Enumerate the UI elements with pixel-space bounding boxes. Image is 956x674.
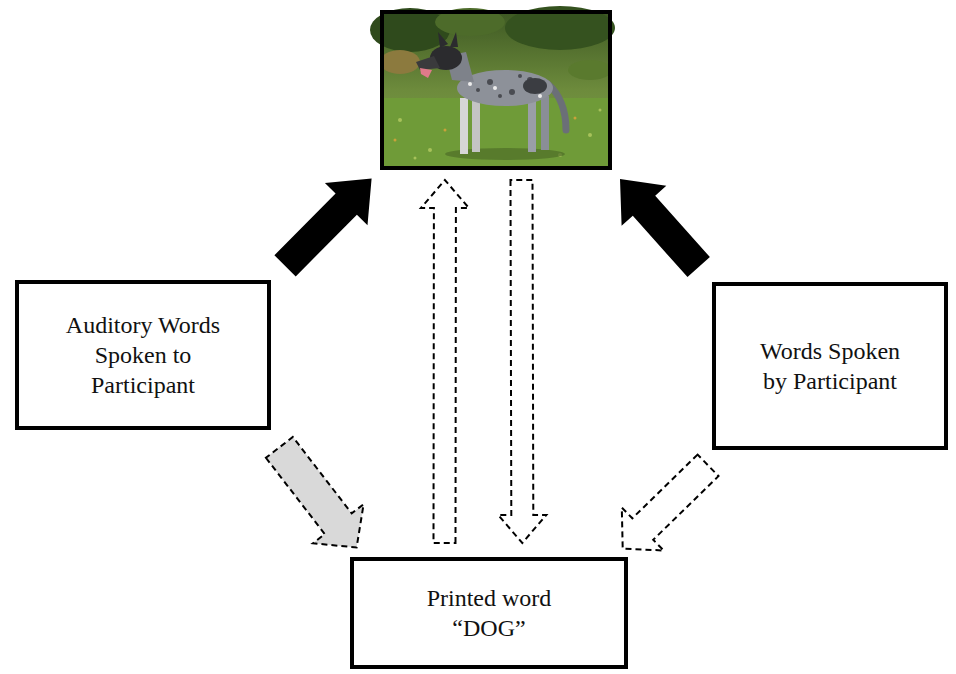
leaves bbox=[394, 117, 577, 142]
node-label: Words Spoken by Participant bbox=[749, 336, 911, 396]
block-arrow bbox=[266, 437, 364, 548]
process-box: Printed word “DOG” bbox=[350, 557, 628, 669]
block-arrow bbox=[622, 455, 719, 551]
bush bbox=[568, 60, 612, 80]
node-label: Auditory Words Spoken to Participant bbox=[48, 310, 238, 400]
node-label: Printed word “DOG” bbox=[409, 583, 569, 643]
path-patch bbox=[380, 50, 420, 74]
dog bbox=[416, 32, 566, 154]
process-box: Words Spoken by Participant bbox=[712, 282, 948, 450]
lawn-speckles bbox=[398, 109, 602, 160]
block-arrow bbox=[498, 180, 546, 543]
photo-box bbox=[380, 10, 612, 170]
block-arrow bbox=[274, 179, 371, 277]
process-box: Auditory Words Spoken to Participant bbox=[15, 280, 271, 430]
lawn bbox=[384, 98, 608, 166]
block-arrow bbox=[620, 179, 710, 277]
block-arrow bbox=[421, 180, 469, 543]
